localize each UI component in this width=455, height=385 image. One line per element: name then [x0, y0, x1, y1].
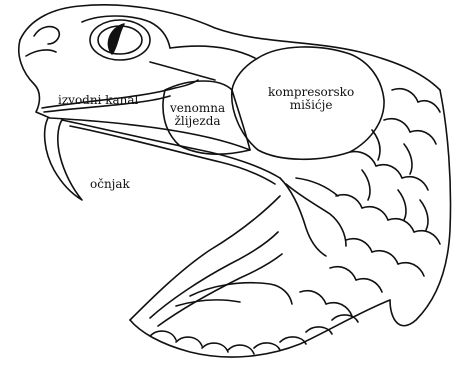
- neck-scale: [384, 119, 410, 132]
- neck-scale: [410, 131, 436, 144]
- label-venom-duct: izvodni kanal: [58, 94, 138, 107]
- lower-jaw-outline: [130, 196, 280, 320]
- neck-scale: [350, 152, 376, 166]
- neck-scale: [402, 177, 428, 190]
- label-fang: očnjak: [90, 178, 130, 191]
- neck-scale: [398, 263, 424, 276]
- neck-scale: [356, 279, 382, 292]
- fang-outline: [45, 118, 82, 200]
- neck-scale: [376, 165, 402, 178]
- neck-scale: [404, 144, 412, 174]
- neck-scale: [414, 231, 440, 244]
- neck-scale: [362, 207, 388, 220]
- label-venom-gland: venomna žlijezda: [170, 102, 225, 128]
- neck-scale: [330, 267, 356, 280]
- neck-scale: [392, 89, 418, 102]
- jaw-scale: [306, 327, 332, 334]
- mouth-floor: [176, 300, 240, 306]
- neck-scale: [300, 291, 326, 304]
- jaw-scale: [228, 345, 254, 354]
- neck-scale: [326, 303, 352, 316]
- snout-ridge: [26, 50, 56, 56]
- neck-scale: [420, 200, 428, 230]
- neck-scale: [372, 130, 380, 160]
- nostril: [34, 27, 59, 44]
- neck-scale: [346, 239, 372, 252]
- tongue-sheath: [158, 254, 282, 326]
- head-plate: [150, 62, 215, 80]
- throat-fold: [286, 184, 346, 246]
- neck-outline: [390, 90, 451, 326]
- neck-scale: [398, 190, 406, 220]
- neck-scale: [372, 251, 398, 264]
- tongue-sheath: [150, 232, 278, 318]
- head-plate: [170, 46, 255, 58]
- lower-jaw-underside: [130, 300, 390, 357]
- neck-scale: [388, 219, 414, 232]
- jaw-scale: [254, 343, 280, 350]
- label-venom-gland-line2: žlijezda: [170, 115, 225, 128]
- neck-scale: [336, 195, 362, 208]
- jaw-scale: [202, 343, 228, 352]
- jaw-scale: [176, 337, 202, 346]
- neck-scale: [418, 101, 440, 112]
- throat-fold: [296, 178, 338, 196]
- eye-pupil: [108, 24, 124, 54]
- label-compressor-muscle-line2: mišićje: [268, 99, 354, 112]
- throat-outline: [280, 178, 326, 256]
- label-compressor-muscle: kompresorsko mišićje: [268, 86, 354, 112]
- neck-scale: [362, 170, 370, 200]
